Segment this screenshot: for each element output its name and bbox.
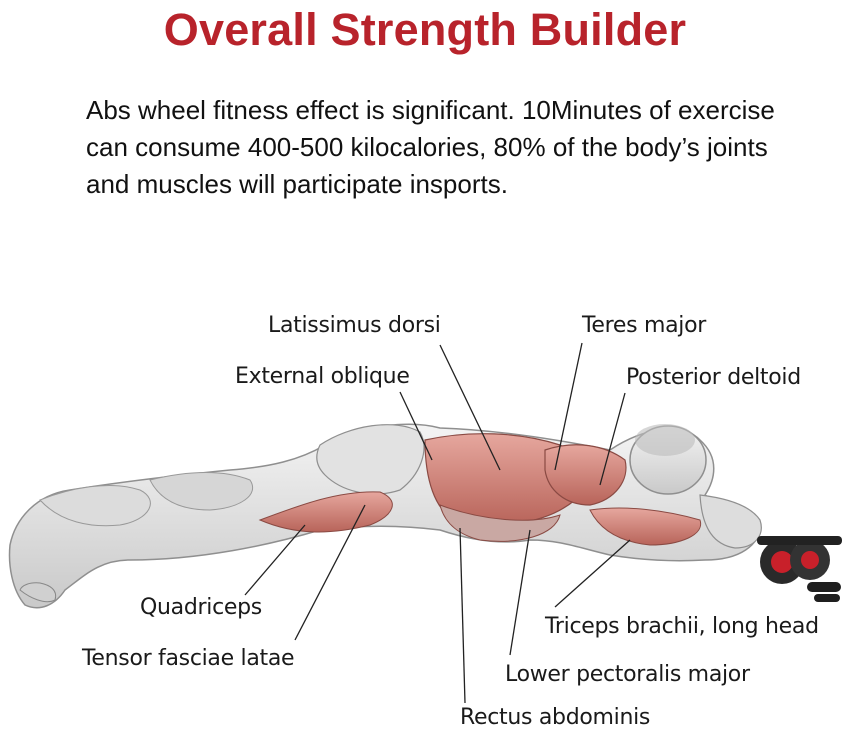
body-figure (8, 423, 762, 609)
label-triceps-brachii: Triceps brachii, long head (545, 614, 819, 639)
label-tensor-fasciae-latae: Tensor fasciae latae (82, 646, 295, 671)
description-line-1: Abs wheel fitness effect is significant.… (86, 95, 775, 125)
label-lower-pectoralis-major: Lower pectoralis major (505, 662, 750, 687)
label-rectus-abdominis: Rectus abdominis (460, 705, 651, 730)
leader-lines (244, 342, 631, 704)
label-external-oblique: External oblique (235, 364, 410, 389)
description-line-2: can consume 400-500 kilocalories, 80% of… (86, 132, 768, 162)
label-teres-major: Teres major (582, 313, 707, 338)
page-title: Overall Strength Builder (163, 4, 687, 55)
description: Abs wheel fitness effect is significant.… (86, 92, 826, 203)
label-latissimus-dorsi: Latissimus dorsi (268, 313, 441, 338)
label-quadriceps: Quadriceps (140, 595, 262, 620)
description-line-3: and muscles will participate insports. (86, 169, 508, 199)
abs-wheel-product-image (757, 536, 842, 602)
label-posterior-deltoid: Posterior deltoid (626, 365, 801, 390)
